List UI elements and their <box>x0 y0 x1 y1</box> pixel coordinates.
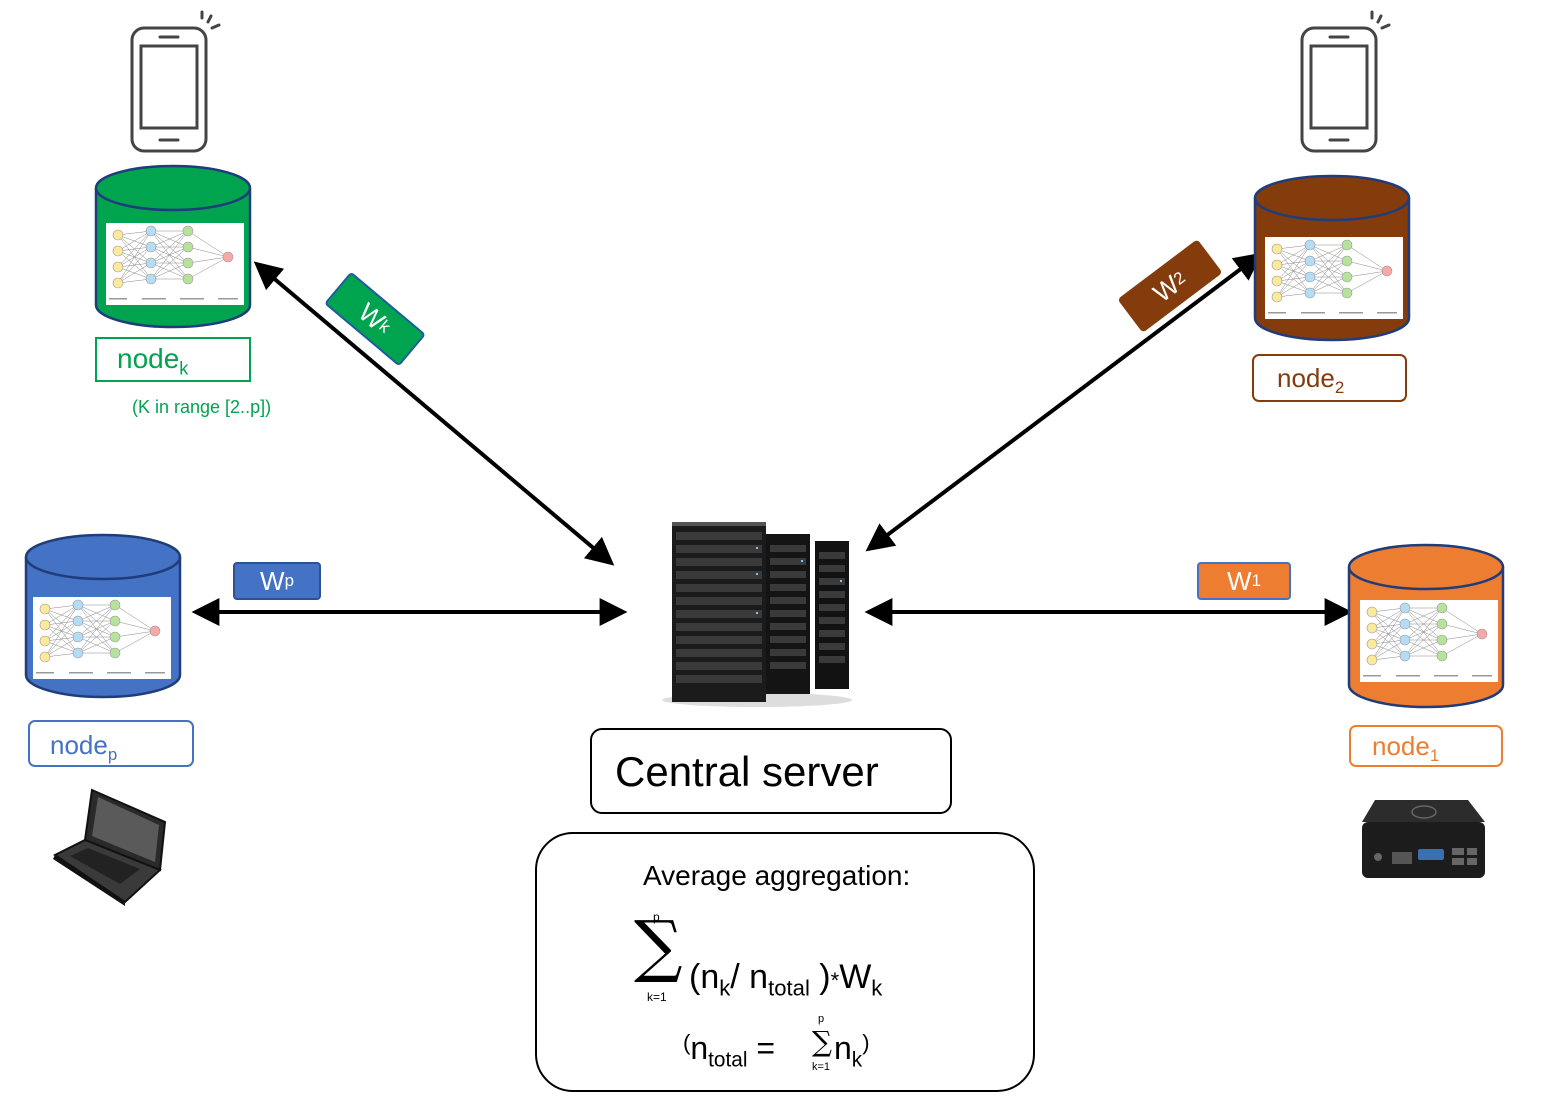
weight-subscript: 1 <box>1251 571 1261 590</box>
central-server-box <box>590 728 952 814</box>
node-2-label-box <box>1252 354 1407 402</box>
node-k-label-box <box>95 337 251 382</box>
aggregation-formula-box <box>535 832 1035 1092</box>
weight-label: W <box>260 565 285 596</box>
formula-nk: nk) <box>834 1030 870 1072</box>
sum2-bottom: k=1 <box>812 1061 831 1073</box>
node-p-label: nodep <box>50 730 118 764</box>
smartphone-icon <box>130 10 221 153</box>
mini-pc-icon <box>1362 800 1485 878</box>
neural-network-icon <box>1359 599 1499 683</box>
database-icon-node-p <box>24 533 182 699</box>
sum2-top: p <box>818 1013 825 1025</box>
database-icon-node-2 <box>1253 174 1411 342</box>
neural-network-icon <box>1264 236 1404 320</box>
arrow-2-server <box>865 252 1263 552</box>
node-k-label: nodek <box>117 343 189 379</box>
database-icon-node-1 <box>1347 543 1505 709</box>
arrow-k-server <box>253 261 615 566</box>
formula-total-definition: (ntotal = <box>683 1030 776 1072</box>
node-1-label-box <box>1349 725 1503 767</box>
sum-bottom: k=1 <box>647 990 667 1004</box>
smartphone-icon <box>1300 10 1391 153</box>
neural-network-icon <box>32 596 172 680</box>
laptop-icon <box>53 788 167 906</box>
formula-expression: (nk/ ntotal )*Wk <box>689 958 883 1001</box>
node-2-label: node2 <box>1277 363 1345 397</box>
sigma-symbol: ∑ <box>634 907 683 986</box>
server-rack-icon <box>662 522 852 707</box>
weight-label: W <box>1227 565 1252 596</box>
sum-top: p <box>653 910 660 924</box>
formula-title: Average aggregation: <box>643 860 911 891</box>
node-p-label-box <box>28 720 194 767</box>
node-k-range-note: (K in range [2..p]) <box>132 397 272 417</box>
central-server-label: Central server <box>615 748 879 795</box>
sigma2-symbol: ∑ <box>812 1025 832 1058</box>
database-icon-node-k <box>94 164 252 329</box>
weight-subscript: p <box>284 571 294 590</box>
node-1-label: node1 <box>1372 731 1440 765</box>
neural-network-icon <box>105 222 245 306</box>
